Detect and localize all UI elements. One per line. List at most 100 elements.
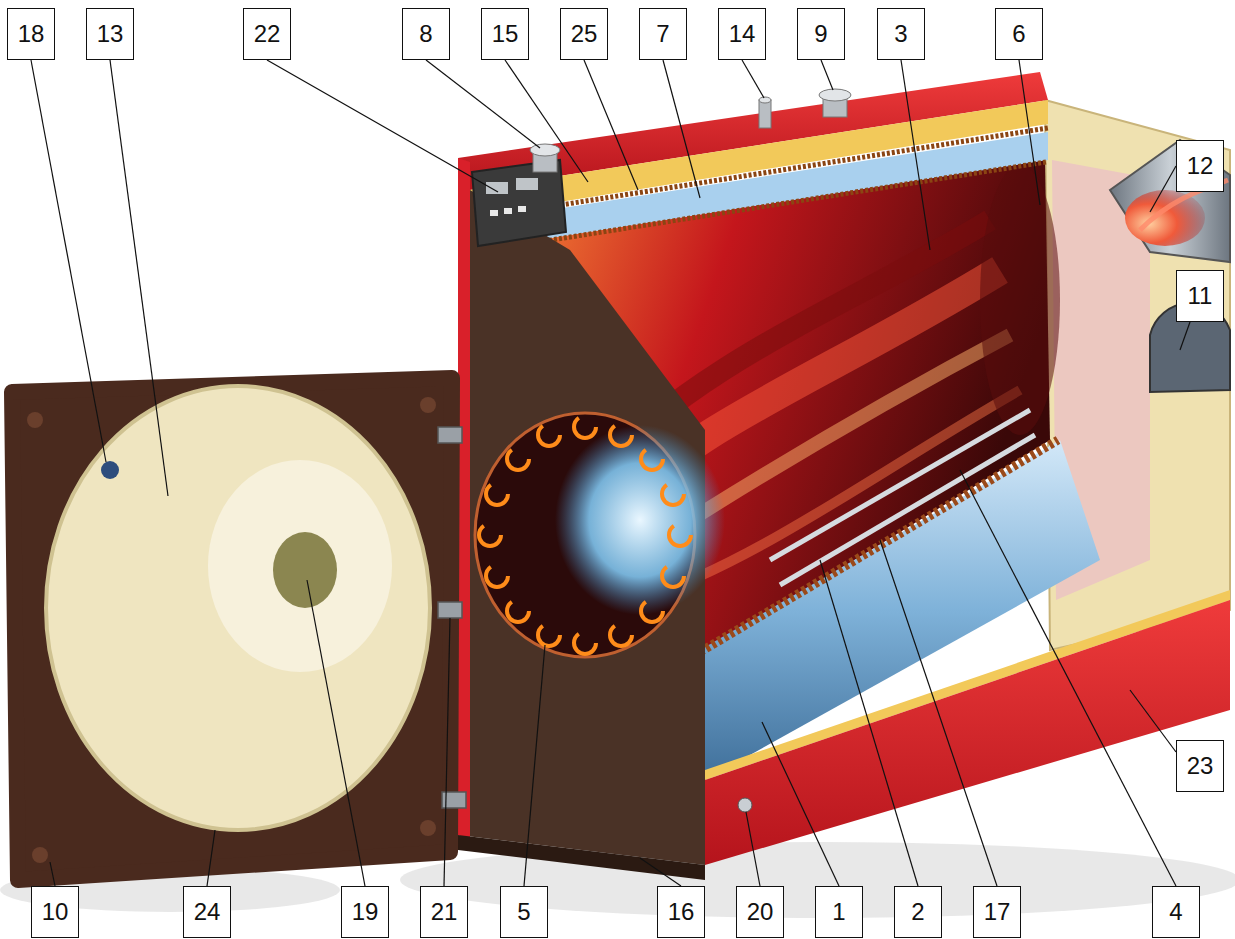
copper-coil (700, 440, 1058, 652)
leader-lines (31, 60, 1190, 886)
callout-number: 5 (517, 900, 530, 924)
sight-glass (101, 461, 119, 479)
leader-line (426, 60, 540, 148)
callout-number: 22 (254, 22, 281, 46)
water-jacket-upper (472, 132, 1048, 250)
callout-box: 25 (560, 8, 608, 60)
leader-line (267, 60, 498, 192)
leader-line (901, 60, 930, 250)
leader-line (110, 60, 168, 496)
callout-number: 13 (97, 22, 124, 46)
leader-line (746, 812, 760, 886)
leader-line (207, 830, 215, 886)
callout-box: 7 (639, 8, 687, 60)
hinge (438, 427, 462, 443)
flame-curls (479, 416, 691, 654)
return-pipe (819, 89, 851, 101)
flame-curl (538, 624, 560, 646)
leader-line (880, 540, 997, 886)
door-bolt (27, 412, 43, 428)
callout-box: 9 (797, 8, 845, 60)
callout-number: 2 (911, 900, 924, 924)
flame-curl (479, 524, 501, 546)
callout-box: 19 (341, 886, 389, 938)
callout-box: 23 (1176, 740, 1224, 792)
front-rim (458, 158, 470, 840)
leader-line (1180, 322, 1190, 350)
door-bolt (32, 847, 48, 863)
leader-line (307, 580, 365, 886)
door-insulation (46, 386, 430, 830)
flame-curl (486, 483, 508, 505)
flame-curl (610, 624, 632, 646)
callout-box: 14 (718, 8, 766, 60)
callout-box: 15 (481, 8, 529, 60)
leader-line (960, 470, 1176, 886)
callout-number: 8 (419, 22, 432, 46)
callout-box: 13 (86, 8, 134, 60)
callout-number: 4 (1169, 900, 1182, 924)
burner-opening (273, 532, 337, 608)
callout-box: 20 (736, 886, 784, 938)
door-insulation-inner (208, 460, 392, 672)
base (458, 835, 705, 880)
flame-curl (662, 483, 684, 505)
flame-curl (641, 600, 663, 622)
callout-box: 18 (7, 8, 55, 60)
sensor-pipe (759, 100, 771, 128)
flame-curl (662, 565, 684, 587)
callout-number: 3 (894, 22, 907, 46)
callout-number: 24 (194, 900, 221, 924)
callout-number: 10 (42, 900, 69, 924)
callout-number: 19 (352, 900, 379, 924)
callout-number: 18 (18, 22, 45, 46)
callout-box: 22 (243, 8, 291, 60)
flow-pipe (530, 144, 560, 156)
panel-led (504, 208, 512, 214)
callout-number: 16 (668, 900, 695, 924)
flame-curl (610, 424, 632, 446)
panel-switch (486, 182, 508, 194)
drain-valve (738, 798, 752, 812)
callout-number: 14 (729, 22, 756, 46)
leader-line (524, 645, 545, 886)
callout-number: 11 (1188, 284, 1213, 308)
callout-box: 5 (500, 886, 548, 938)
hinge (438, 602, 462, 618)
chamber-end (980, 165, 1060, 435)
leader-line (640, 858, 681, 886)
leader-line (50, 862, 55, 886)
leader-line (742, 60, 764, 98)
control-panel (472, 160, 566, 246)
leader-line (31, 60, 106, 462)
leader-line (821, 60, 833, 90)
callout-number: 6 (1012, 22, 1025, 46)
callout-number: 23 (1187, 754, 1214, 778)
leader-line (762, 722, 839, 886)
callout-box: 2 (894, 886, 942, 938)
flame-curl (641, 448, 663, 470)
side-panel (705, 600, 1230, 865)
leader-line (1150, 166, 1176, 212)
callout-number: 7 (656, 22, 669, 46)
flame-curl (486, 565, 508, 587)
callout-box: 1 (815, 886, 863, 938)
callout-box: 24 (183, 886, 231, 938)
callout-box: 12 (1176, 140, 1224, 192)
panel-switch (516, 178, 538, 190)
callout-box: 6 (995, 8, 1043, 60)
leader-line (663, 60, 700, 198)
callout-box: 17 (973, 886, 1021, 938)
panel-led (518, 206, 526, 212)
hinges (438, 427, 466, 808)
flame-curl (507, 600, 529, 622)
callout-number: 21 (431, 900, 458, 924)
flame-curl (574, 632, 596, 654)
flame-curl (507, 448, 529, 470)
callout-box: 4 (1152, 886, 1200, 938)
callout-number: 9 (814, 22, 827, 46)
